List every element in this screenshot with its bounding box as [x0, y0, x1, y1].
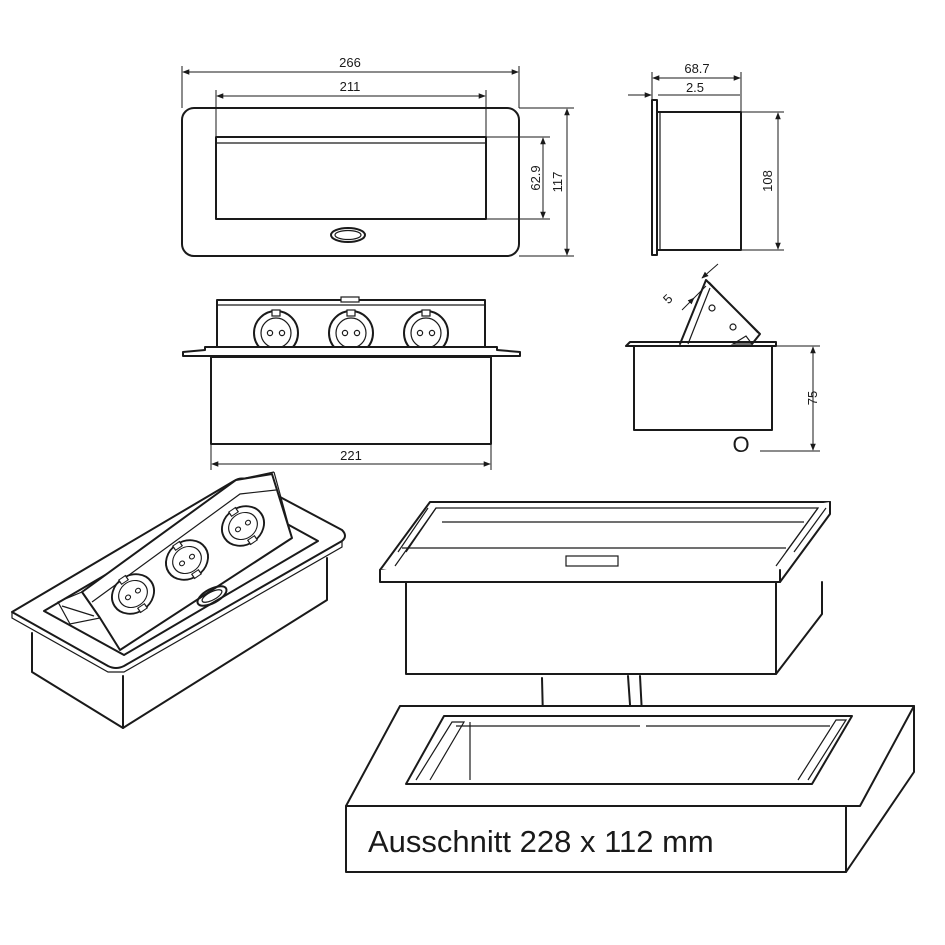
dim-side-height: 108	[760, 170, 775, 192]
install-body	[405, 581, 823, 675]
side-view: 68.7 2.5 108	[628, 61, 784, 256]
front-view-body	[210, 356, 492, 445]
dim-side-depth-total: 68.7	[684, 61, 709, 76]
install-cutout	[405, 715, 853, 785]
cutout-label: Ausschnitt 228 x 112 mm	[368, 824, 714, 859]
dim-side-flange: 2.5	[686, 80, 704, 95]
top-view-button	[330, 227, 366, 243]
iso-button	[196, 585, 228, 607]
top-view-lid	[215, 136, 487, 220]
dim-top-width-total: 266	[339, 55, 361, 70]
install-lid-button	[565, 555, 619, 567]
side-view-body	[656, 111, 742, 251]
dim-top-height-total: 117	[550, 172, 565, 193]
open-side-view: 5 75 O	[625, 263, 820, 457]
dim-open-zero: O	[732, 432, 749, 457]
top-view-frame	[181, 107, 520, 257]
dim-top-height-inner: 62.9	[528, 165, 543, 190]
dim-open-height: 75	[805, 391, 820, 405]
open-side-body	[633, 345, 773, 431]
dim-open-angle: 5	[660, 291, 676, 307]
dim-top-width-inner: 211	[340, 79, 361, 94]
installation-view: Ausschnitt 228 x 112 mm	[345, 501, 915, 873]
front-view-flange	[182, 346, 521, 357]
front-view: 221	[182, 296, 521, 470]
top-view: 266 211 62.9 117	[181, 55, 574, 257]
isometric-view	[11, 471, 346, 729]
dim-front-width: 221	[340, 448, 362, 463]
